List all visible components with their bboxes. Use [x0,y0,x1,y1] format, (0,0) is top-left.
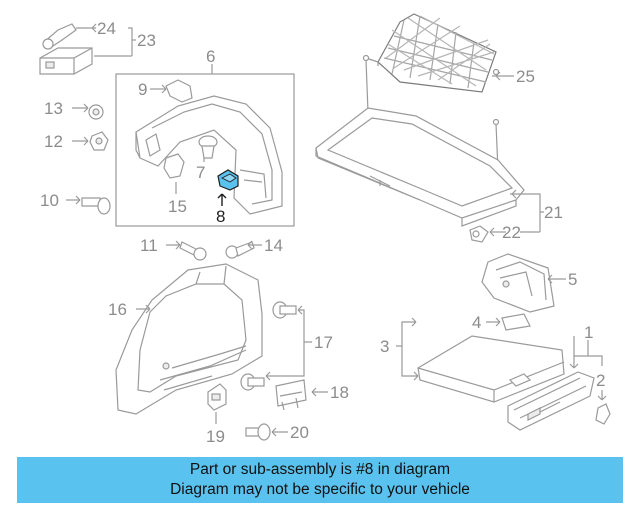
part-17-screw-upper [272,301,297,319]
callout-10: 10 [40,191,59,210]
net-cord-left [365,59,369,113]
arrow-18 [311,387,328,397]
callout-24: 24 [97,19,116,38]
exploded-parts-diagram: 24 23 25 21 22 6 9 [39,13,611,446]
callout-4: 4 [472,313,481,332]
part-10-screw [81,197,111,215]
callout-17: 17 [314,333,333,352]
arrow-2 [597,390,607,401]
part-8-highlighted[interactable] [217,169,239,191]
arrow-25 [495,71,501,81]
bracket-23 [94,27,136,57]
part-9-clip [165,79,193,103]
assembly-box-6 [115,73,295,227]
part-2-clip [595,403,611,425]
bracket-17 [266,309,312,377]
part-20-screw [245,423,271,441]
callout-20: 20 [290,423,309,442]
callout-25: 25 [516,67,535,86]
part-11-screw [179,241,207,261]
part-3-floor-board [417,335,565,403]
callout-8: 8 [216,207,225,226]
info-banner: Part or sub-assembly is #8 in diagram Di… [17,457,623,503]
arrow-3 [411,317,419,381]
callout-19: 19 [206,427,225,446]
part-1-sill-plate [507,371,595,431]
part-22-hook [469,225,489,243]
part-21-tonneau-cover [315,107,525,227]
arrow-14 [247,240,262,250]
arrow-5 [547,274,566,284]
arrow-10 [66,195,81,205]
part-17-screw-lower [240,373,265,391]
callout-13: 13 [44,99,63,118]
part-4-pad [501,313,531,331]
bracket-21 [510,193,544,233]
part-5-bracket [481,253,555,313]
arrow-22 [489,227,495,237]
arrow-20 [271,427,288,437]
part-13-grommet [88,104,104,120]
part-16-quarter-trim-panel [115,263,263,415]
arrow-24 [91,23,97,33]
arrow-11 [166,240,181,250]
part-19-cover [207,383,227,411]
part-25-cargo-net [362,13,500,126]
part-15-retainer [163,153,185,179]
arrow-12 [72,136,89,146]
callout-9: 9 [138,80,147,99]
arrow-21 [511,189,517,199]
info-line-disclaimer: Diagram may not be specific to your vehi… [170,481,470,498]
part-7-push-clip [198,135,218,159]
arrow-9 [161,84,167,94]
callout-6: 6 [206,47,215,66]
arrow-13 [72,103,89,113]
bracket-1 [573,336,603,366]
info-line-part-number: Part or sub-assembly is #8 in diagram [189,461,451,478]
part-6-upper-quarter-trim [135,95,283,215]
callout-18: 18 [330,383,349,402]
bracket-3 [396,321,418,377]
callout-16: 16 [108,300,127,319]
arrow-16 [136,304,151,314]
part-12-nut [89,131,109,151]
callout-11: 11 [140,236,158,255]
arrow-4 [486,317,501,327]
callout-14: 14 [264,236,283,255]
callout-21: 21 [544,203,563,222]
part-24-clip [42,23,77,50]
callout-7: 7 [196,163,205,182]
callout-15: 15 [168,197,187,216]
callout-2: 2 [596,371,605,390]
part-18-clip-plate [275,379,307,411]
arrow-1 [569,356,579,369]
callout-22: 22 [502,223,521,242]
callout-5: 5 [568,270,577,289]
callout-12: 12 [44,132,63,151]
part-23-bracket [39,47,93,75]
leader-8 [217,193,227,206]
arrow-17 [265,305,303,381]
callout-3: 3 [380,337,389,356]
callout-23: 23 [137,31,156,50]
callout-1: 1 [584,323,593,342]
